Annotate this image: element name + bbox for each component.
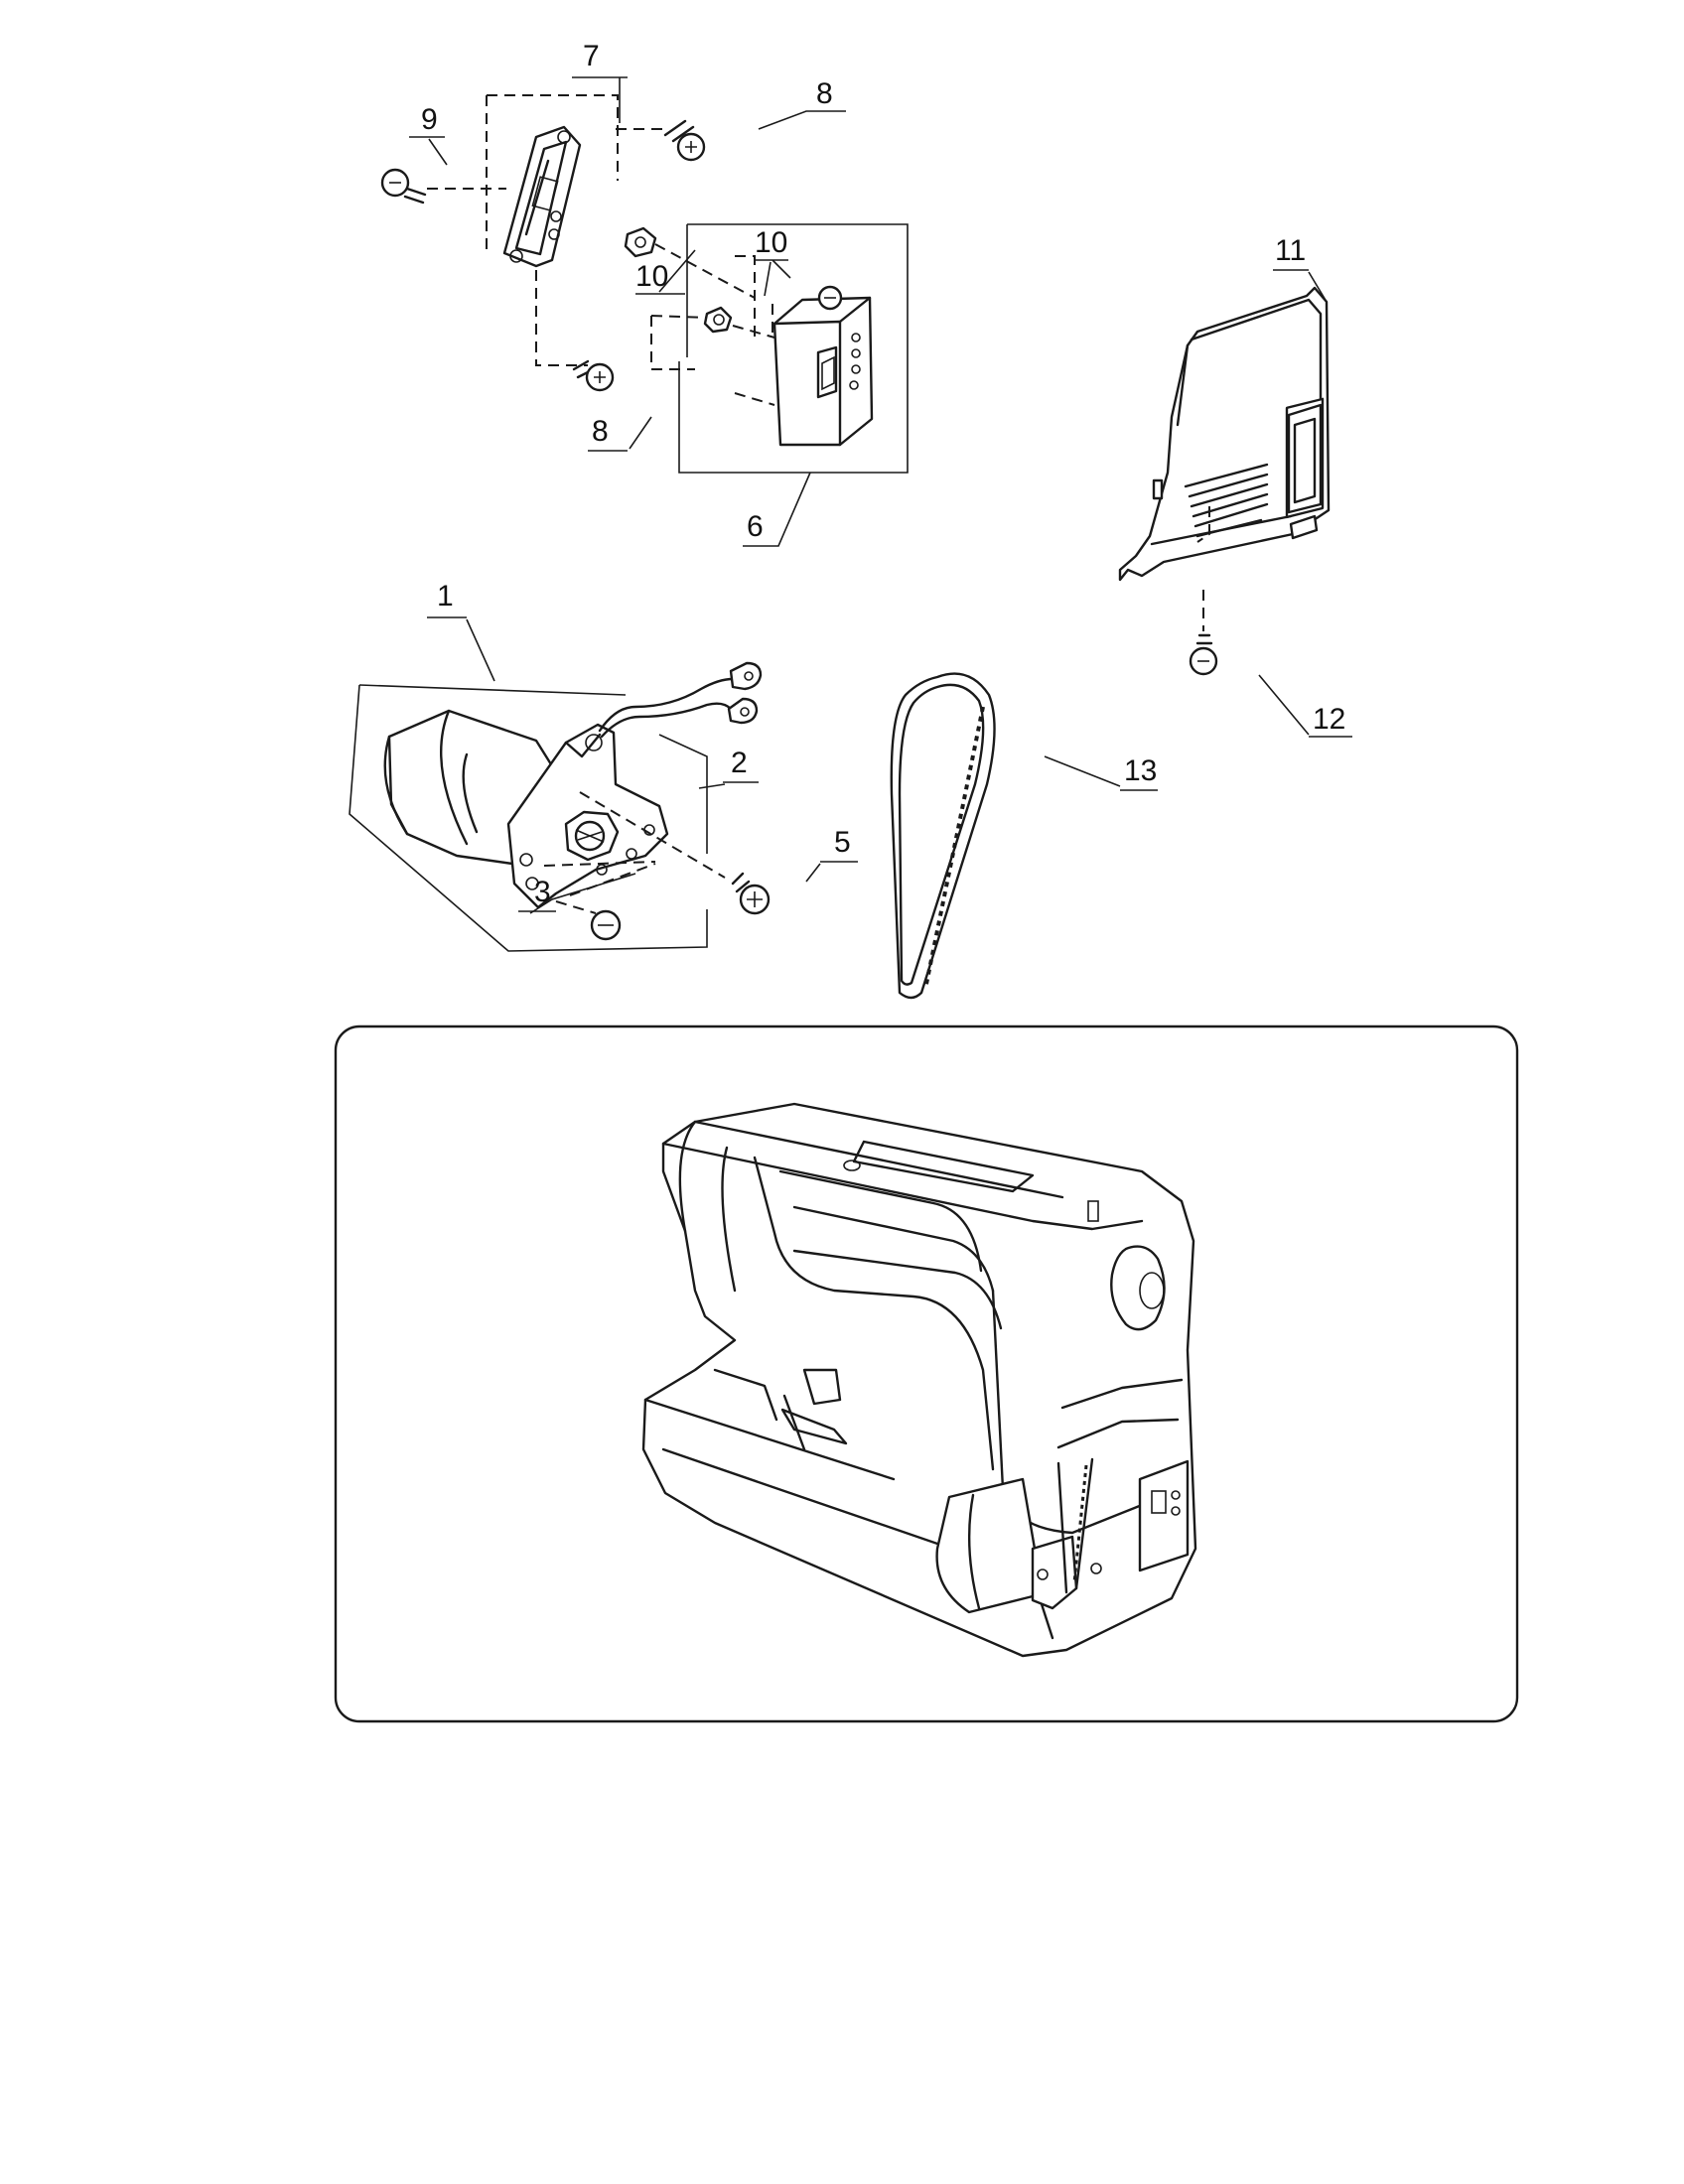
screw-part-10-right	[817, 285, 843, 311]
label-11: 11	[1275, 234, 1306, 267]
switch-box-part-6	[772, 296, 874, 447]
label-2: 2	[731, 747, 748, 779]
label-3: 3	[534, 876, 551, 908]
screw-part-8-bottom	[572, 359, 615, 392]
bracket-part-9	[502, 125, 582, 268]
rear-cover-dashed-lines	[1196, 506, 1210, 631]
callout-leaders	[409, 76, 1352, 912]
label-7: 7	[583, 40, 600, 72]
label-6: 6	[747, 510, 764, 543]
label-5: 5	[834, 826, 851, 859]
label-8-top: 8	[816, 77, 833, 110]
label-13: 13	[1124, 754, 1157, 787]
motor-dashed-lines	[543, 791, 726, 914]
label-10-right: 10	[755, 226, 787, 259]
sewing-machine-illustration	[641, 1102, 1197, 1658]
label-12: 12	[1313, 703, 1345, 736]
screw-part-12	[1189, 633, 1218, 676]
part-6-frame	[678, 223, 909, 474]
screw-part-3	[590, 909, 622, 941]
part-1-frame	[349, 684, 708, 952]
screw-left	[380, 168, 427, 205]
nut-part-10-middle	[703, 306, 733, 334]
label-10-left: 10	[635, 260, 668, 293]
screw-part-7	[663, 119, 706, 162]
screw-part-2	[731, 872, 771, 915]
label-8-bottom: 8	[592, 415, 609, 448]
bracket-dashed-outline	[427, 94, 665, 366]
nut-part-10-left	[624, 226, 657, 258]
label-9: 9	[421, 103, 438, 136]
timing-belt-part-13	[890, 672, 996, 1000]
callout-labels: 7 8 9 10 10 8 6 11 12 1 2 3 5 13	[421, 40, 1345, 908]
switch-box-dashed-lines	[650, 243, 775, 406]
inset-panel	[334, 1024, 1519, 1723]
rear-cover-part-11	[1118, 286, 1331, 582]
motor-wires	[598, 661, 763, 739]
label-1: 1	[437, 580, 454, 613]
